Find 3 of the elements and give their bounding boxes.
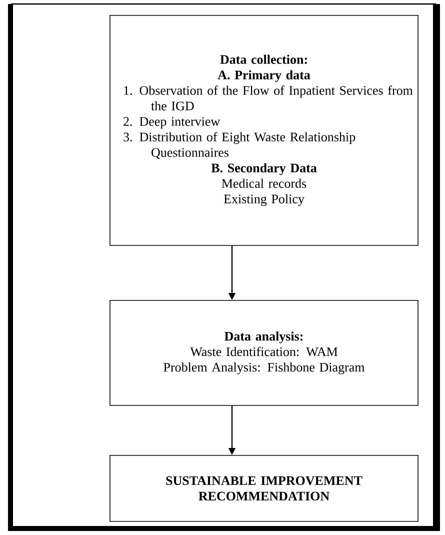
- process-box: Data collection: A. Primary data 1. Observation of the Flow of Inpatient Services from the IGD 2. Deep interview 3. Distribution of Eight Waste Relationship Questionnaires B. Secondary Data Medical records Existing Policy: [110, 15, 418, 246]
- process-box: Data analysis: Waste Identification: WAM Problem Analysis: Fishbone Diagram: [110, 300, 418, 406]
- recommendation-box: SUSTAINABLE IMPROVEMENT RECOMMENDATION: [110, 455, 418, 522]
